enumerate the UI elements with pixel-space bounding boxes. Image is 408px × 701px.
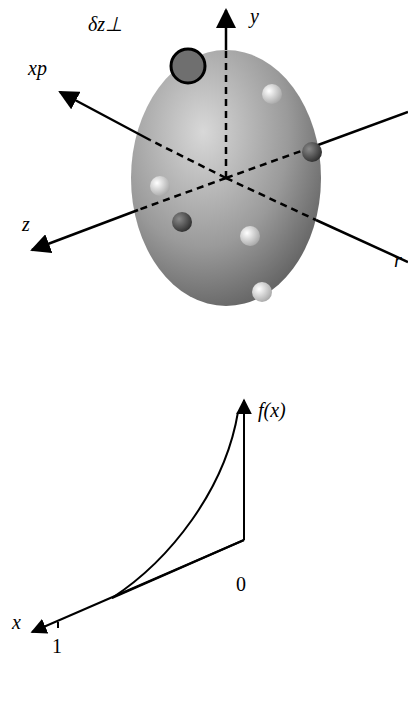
axis-label: f(x) bbox=[258, 400, 286, 420]
axis-label: y bbox=[250, 6, 259, 26]
axis-label: x bbox=[12, 612, 21, 632]
region-label: δz⊥ bbox=[88, 14, 122, 34]
axis-label: z bbox=[22, 214, 30, 234]
origin-label: 0 bbox=[236, 574, 246, 594]
axis-label: r bbox=[394, 250, 402, 270]
axis-label: xp bbox=[28, 58, 47, 78]
tick-label: 1 bbox=[52, 636, 62, 656]
